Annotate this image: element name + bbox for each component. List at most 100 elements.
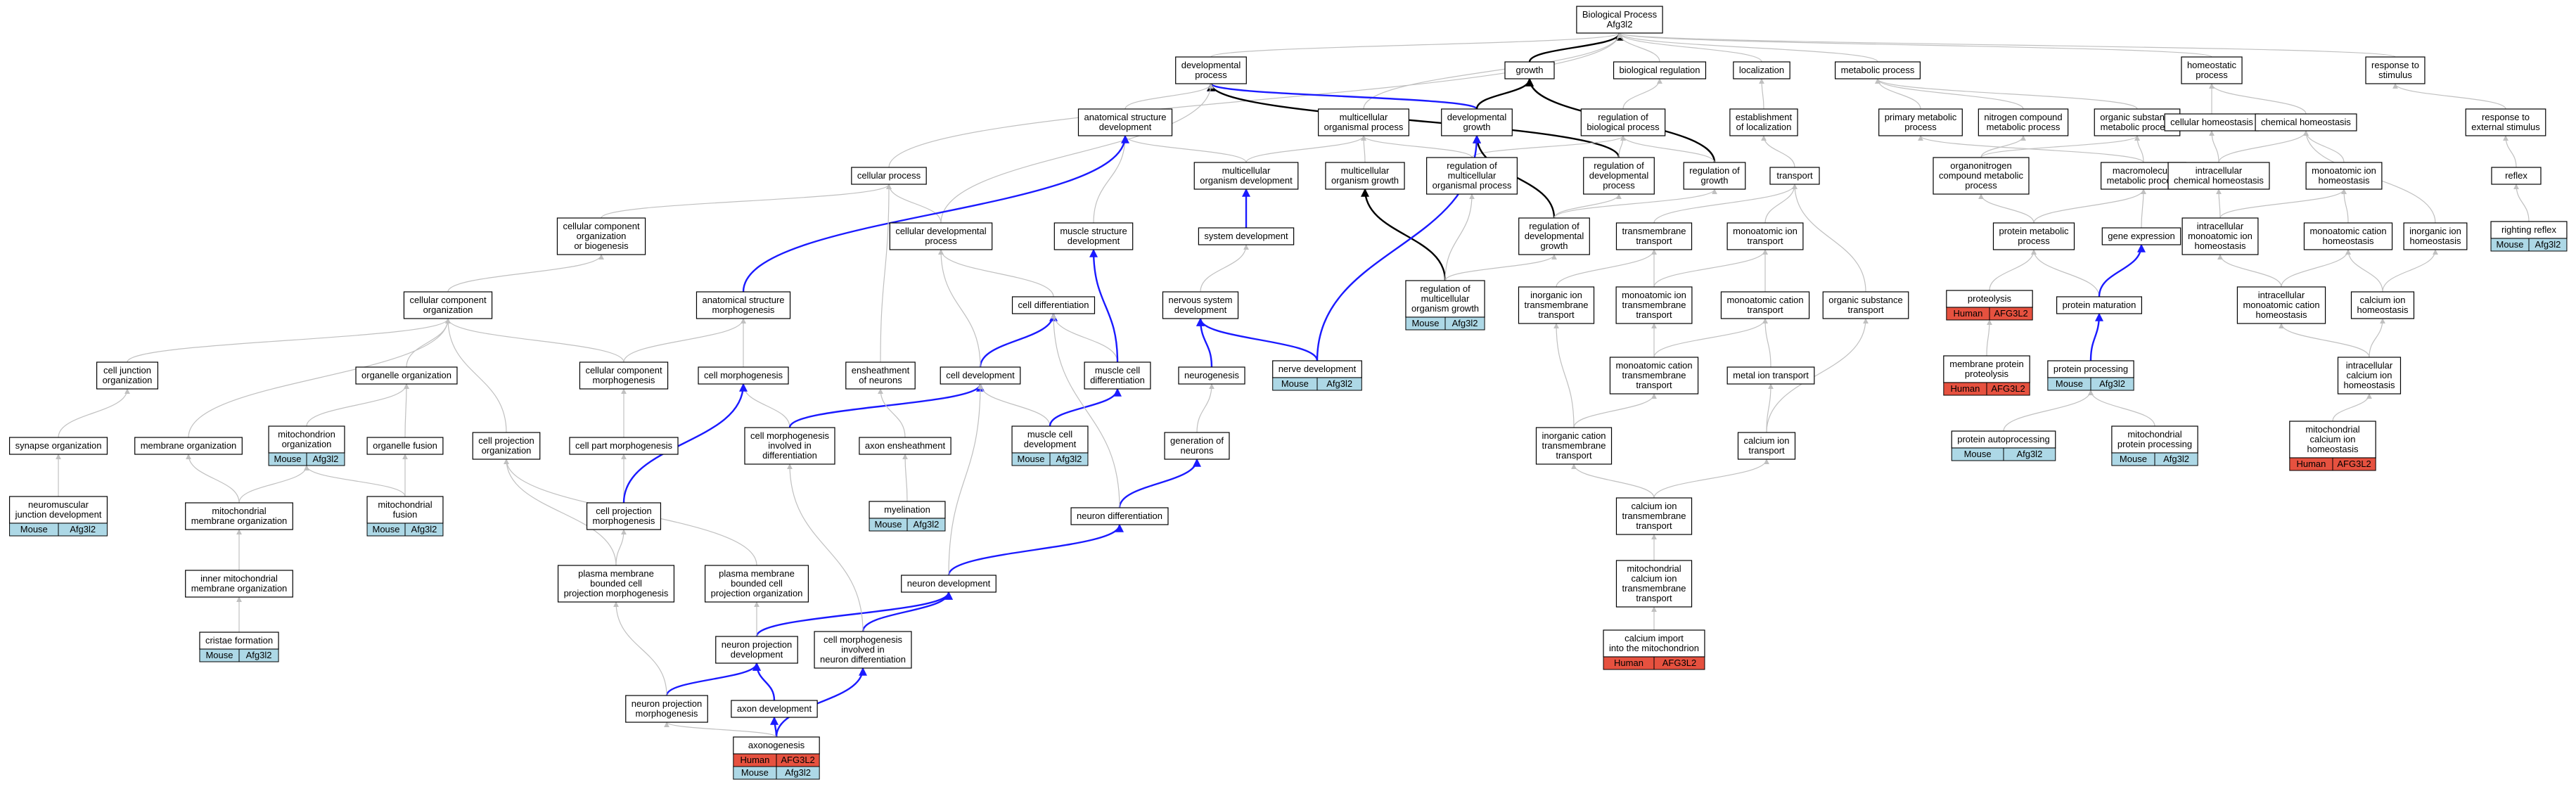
term-box	[2164, 113, 2260, 132]
term-label-line: metal ion transport	[1733, 370, 1809, 380]
term-label-line: process	[1904, 122, 1937, 132]
term-box	[2181, 217, 2259, 255]
gene-label: AFG3L2	[1662, 658, 1696, 668]
edge-gray	[1762, 318, 1771, 368]
gene-label: AFG3L2	[1991, 383, 2025, 394]
term-box	[1518, 286, 1595, 324]
term-box	[1011, 296, 1096, 314]
term-label-line: regulation of	[1689, 165, 1740, 176]
edge-gray	[2033, 188, 2146, 224]
term-node-reflex: reflex	[2491, 167, 2542, 185]
edge-gray	[2140, 188, 2146, 229]
term-box	[556, 217, 646, 255]
edge-gray	[2209, 83, 2307, 115]
edge-blue	[742, 134, 1129, 293]
term-box	[1615, 222, 1693, 250]
gene-label: Afg3l2	[1056, 454, 1082, 464]
edge-gray	[613, 601, 667, 696]
term-label-line: process	[1603, 180, 1635, 191]
edge-gray	[1196, 383, 1215, 433]
term-box	[1613, 61, 1707, 79]
species-label: Mouse	[2120, 454, 2147, 464]
term-label-line: regulation of	[1447, 160, 1497, 171]
term-box	[1720, 291, 1810, 319]
term-label-line: organic substance	[2100, 112, 2174, 122]
term-label-line: or biogenesis	[574, 241, 629, 251]
term-label-line: anatomical structure	[702, 295, 784, 305]
edge-gray	[1653, 249, 1768, 288]
term-box	[8, 496, 108, 524]
species-label: Human	[2296, 459, 2326, 469]
term-box	[569, 437, 679, 455]
term-label-line: compound metabolic	[1939, 170, 2023, 181]
edge-gray	[2216, 188, 2222, 219]
edge-gray	[623, 318, 746, 363]
term-node-chemical-homeostasis: chemical homeostasis	[2255, 113, 2357, 132]
edge-gray	[304, 465, 406, 497]
term-label-line: calcium ion	[1743, 435, 1789, 446]
term-label-line: projection organization	[711, 588, 803, 598]
term-box	[1518, 217, 1590, 255]
term-box	[1933, 157, 2030, 195]
term-node-gene-expression: gene expression	[2101, 227, 2181, 245]
term-box	[1426, 157, 1518, 195]
term-label-line: cellular developmental	[895, 226, 986, 236]
term-label-line: homeostasis	[2195, 241, 2246, 251]
term-label-line: mitochondrial	[378, 499, 432, 510]
gene-label: Afg3l2	[2535, 239, 2561, 250]
term-box	[851, 167, 927, 185]
term-box	[2465, 108, 2546, 136]
edge-gray	[1761, 135, 1795, 168]
term-box	[1576, 6, 1663, 34]
term-label-line: morphogenesis	[593, 375, 655, 385]
term-label-line: proteolysis	[1968, 293, 2012, 304]
term-label-line: muscle cell	[1027, 429, 1072, 440]
term-label-line: membrane organization	[191, 583, 288, 594]
term-label-line: Afg3l2	[1607, 19, 1633, 30]
term-label-line: axon ensheathment	[865, 440, 946, 451]
term-label-line: calcium ion	[2309, 434, 2355, 444]
term-label-line: intracellular	[2258, 290, 2305, 300]
edge-gray	[1653, 184, 1798, 224]
edge-gray	[1471, 135, 1626, 158]
edge-gray	[2279, 323, 2370, 358]
term-label-line: protein autoprocessing	[1957, 434, 2050, 444]
term-box	[1878, 108, 1963, 136]
species-label: Mouse	[2497, 239, 2524, 250]
species-label: Mouse	[373, 524, 400, 534]
term-label-line: metabolic process	[1841, 65, 1915, 75]
edge-gray	[880, 184, 892, 363]
term-box	[901, 575, 997, 593]
species-label: Human	[1953, 308, 1982, 319]
edge-gray	[1792, 184, 1866, 293]
edge-gray	[188, 318, 451, 438]
term-node-synapse-organization: synapse organization	[8, 437, 108, 455]
term-label-line: nervous system	[1168, 295, 1232, 305]
edge-gray	[1622, 78, 1662, 110]
edge-blue	[1196, 317, 1319, 361]
edge-gray	[601, 184, 892, 219]
term-label-line: cell morphogenesis	[824, 634, 903, 645]
edge-gray	[2503, 135, 2517, 168]
term-node-cell-differentiation: cell differentiation	[1011, 296, 1096, 314]
term-label-line: myelination	[884, 504, 930, 515]
term-node-axon-ensheathment: axon ensheathment	[859, 437, 951, 455]
